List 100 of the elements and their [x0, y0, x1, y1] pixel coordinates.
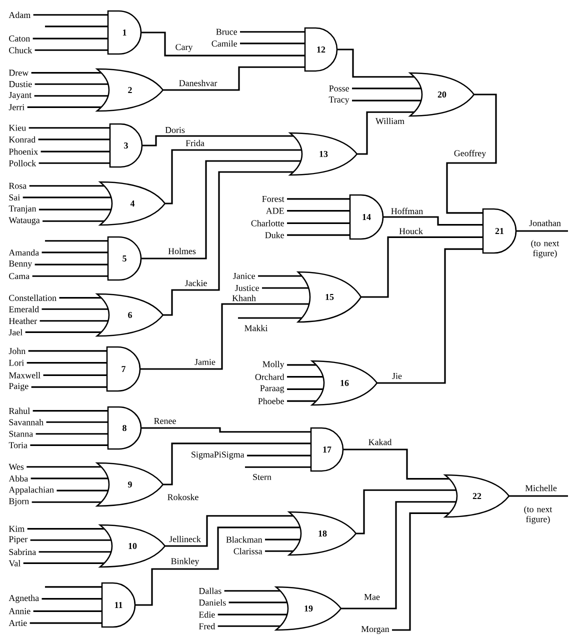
wire-label: Clarissa	[234, 548, 262, 554]
wire	[56, 490, 108, 492]
wire	[265, 538, 300, 540]
and-gate: 14	[349, 194, 384, 240]
wire-label: Charlotte	[251, 220, 284, 226]
wire-label: Binkley	[171, 558, 200, 566]
and-gate: 3	[109, 123, 143, 168]
wire	[240, 31, 305, 33]
wire	[265, 550, 294, 552]
wire	[287, 400, 316, 402]
wire-label: Benny	[8, 260, 32, 268]
wire	[218, 625, 280, 627]
wire	[357, 111, 414, 155]
wire	[28, 127, 110, 129]
wire	[43, 374, 107, 376]
wire-label: Kakad	[368, 438, 392, 446]
wire	[247, 454, 311, 456]
wire-label: Molly	[262, 360, 284, 370]
wire-label: Jael	[8, 329, 22, 336]
wire-label: Michelle	[525, 484, 557, 492]
wire-label: Drew	[8, 70, 29, 76]
wire-label: Jie	[392, 373, 402, 380]
wire	[352, 88, 422, 90]
wire	[516, 230, 568, 232]
wire-label: Watauga	[8, 217, 40, 226]
wire	[142, 135, 294, 146]
wire-label: Tracy	[328, 96, 350, 104]
and-gate: 1	[107, 10, 142, 55]
wire-label: Emerald	[8, 306, 39, 312]
or-gate: 20	[409, 72, 475, 117]
wire	[141, 427, 311, 433]
wire	[163, 171, 294, 316]
wire-label: Rosa	[8, 182, 26, 189]
wire-label: Jellineck	[169, 536, 201, 542]
wire-label: Jayant	[8, 92, 32, 100]
wire-label: Jonathan	[529, 220, 561, 226]
wire-label: Houck	[399, 228, 423, 234]
and-gate: 8	[107, 406, 142, 450]
wire	[27, 106, 102, 108]
wire	[26, 362, 107, 364]
wire-label: Sabrina	[9, 548, 36, 556]
wire	[33, 610, 102, 612]
wire-label: Kim	[8, 526, 24, 532]
wire	[34, 83, 108, 85]
or-gate: 16	[311, 360, 378, 406]
or-gate: 18	[288, 511, 357, 556]
wire-label: SigmaPiSigma	[192, 452, 244, 460]
or-gate: 22	[444, 474, 510, 518]
wire	[31, 72, 102, 74]
wire-label: Appalachian	[8, 486, 54, 495]
wire-label: Wes	[8, 464, 24, 470]
wire	[287, 376, 324, 378]
wire	[287, 234, 350, 236]
wire-label: Paraag	[260, 385, 284, 394]
wire	[46, 421, 108, 423]
wire	[45, 26, 108, 28]
wire	[343, 448, 450, 480]
wire	[27, 528, 104, 530]
wire	[28, 350, 107, 352]
wire-label: Mae	[364, 594, 380, 600]
wire-label: Morgan	[361, 626, 390, 634]
wire-label: Amanda	[8, 249, 39, 256]
wire	[30, 539, 112, 541]
wire-label: Posse	[329, 86, 349, 92]
wire	[218, 614, 288, 616]
wire-label: Camile	[212, 40, 237, 47]
wire-label: Forest	[262, 196, 284, 202]
wire	[33, 14, 108, 16]
wire-label: Orchard	[255, 374, 284, 380]
wire-label: Hoffman	[391, 208, 423, 214]
wire-label: Stanna	[9, 430, 33, 437]
wire-label: Toria	[8, 442, 28, 448]
and-gate: 21	[482, 208, 517, 254]
and-gate: 11	[101, 582, 136, 628]
wire-label: Abba	[8, 475, 28, 482]
wire-label: Duke	[265, 232, 284, 238]
note-text: (to next figure)	[524, 506, 552, 524]
wire	[141, 32, 305, 56]
wire	[361, 236, 483, 298]
wire-label: John	[8, 348, 26, 354]
wire-label: Maxwell	[8, 372, 40, 378]
wire	[26, 466, 102, 468]
wire	[32, 38, 108, 40]
wire	[287, 364, 316, 366]
wire	[42, 308, 108, 310]
wire-label: Constellation	[9, 294, 56, 301]
wire	[42, 220, 104, 222]
wire-label: Cama	[9, 273, 30, 280]
wire	[40, 150, 110, 152]
wire	[45, 240, 108, 242]
wire-label: Lori	[8, 360, 24, 366]
wire	[163, 442, 311, 486]
wire-label: Rahul	[8, 408, 30, 414]
wire-label: Annie	[8, 608, 30, 614]
and-gate: 7	[106, 346, 141, 392]
wire	[45, 586, 102, 588]
or-gate: 13	[289, 132, 358, 176]
wire	[32, 410, 108, 412]
wire	[30, 622, 102, 624]
wire-label: Sai	[9, 194, 20, 200]
